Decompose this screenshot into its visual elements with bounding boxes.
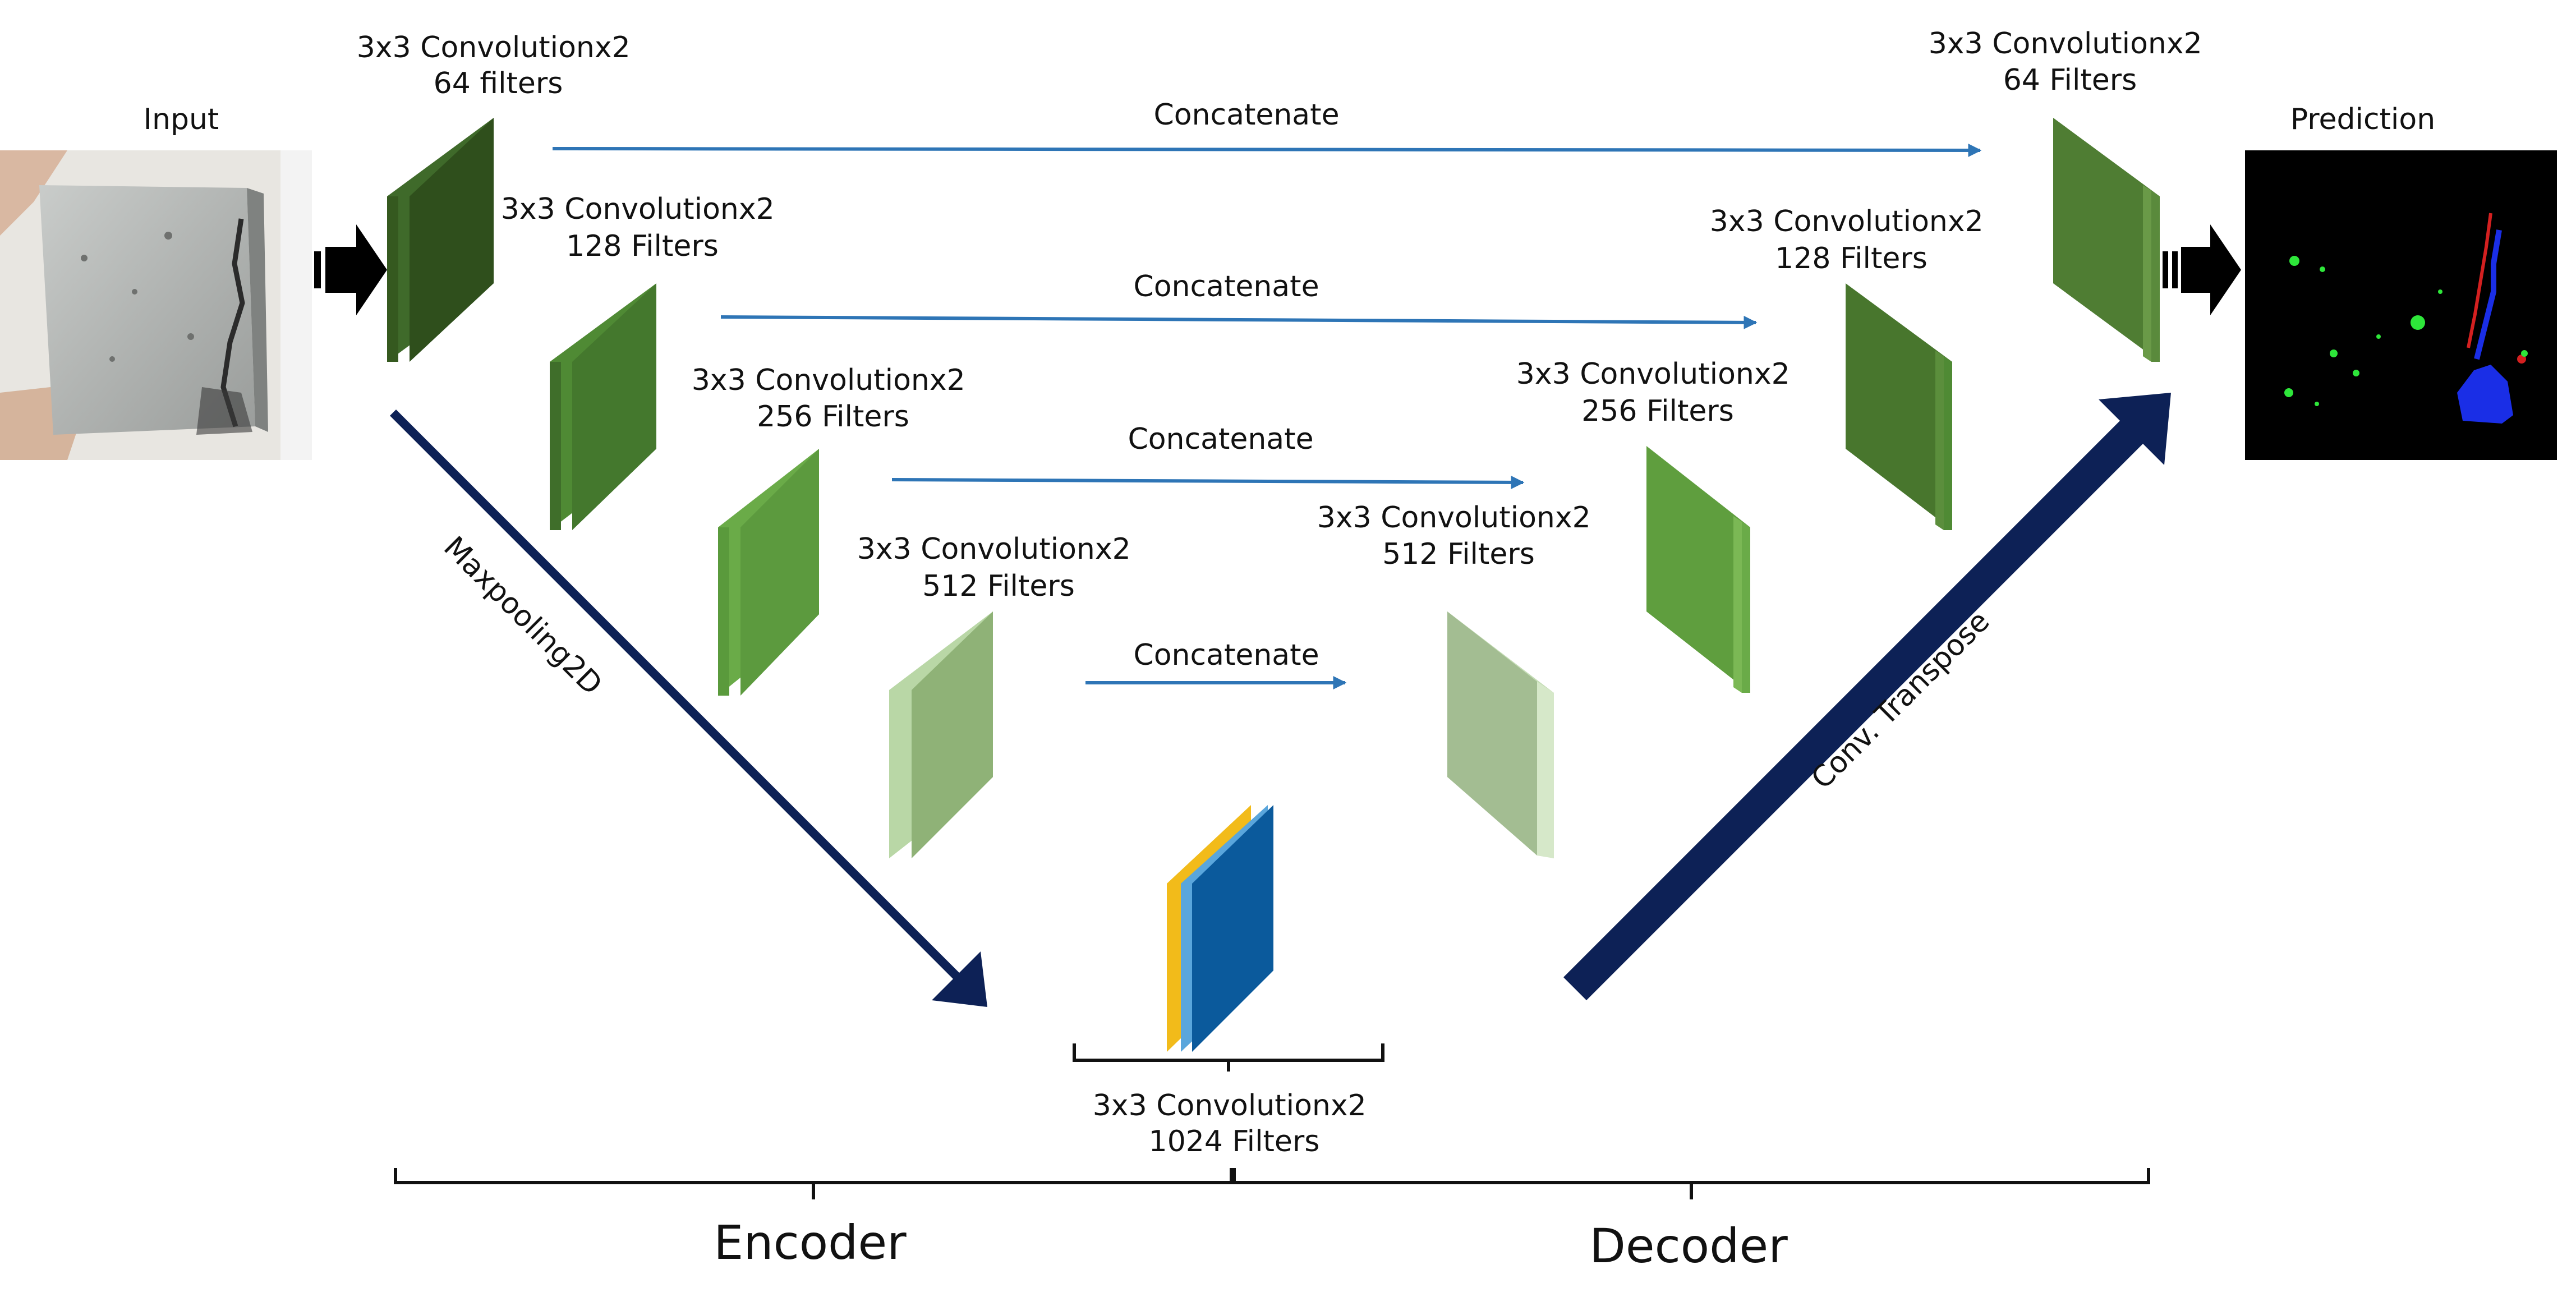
skip-connection-64 [552,143,1982,157]
skip-label-256: Concatenate [1128,422,1313,456]
skip-label-64: Concatenate [1153,98,1339,132]
decoder-block-256 [1646,446,1750,693]
encoder-block-256-label: 3x3 Convolutionx2 256 Filters [692,364,975,434]
prediction-label: Prediction [2290,103,2435,136]
bottleneck-bracket [1073,1043,1384,1072]
decoder-label: Decoder [1589,1218,1788,1273]
bottleneck-label: 3x3 Convolutionx2 1024 Filters [1093,1089,1376,1158]
skip-connection-128 [720,315,1758,329]
maxpooling-label: Maxpooling2D [437,530,609,702]
bottleneck-block-1024 [1167,805,1273,1052]
encoder-block-128-label: 3x3 Convolutionx2 128 Filters [501,192,784,263]
decoder-bracket [1232,1168,2150,1199]
encoder-block-256 [718,449,819,696]
encoder-block-512 [889,611,993,858]
prediction-image [2245,150,2557,460]
skip-label-128: Concatenate [1133,270,1319,303]
conv-transpose-arrow [1563,393,2171,1000]
decoder-block-512 [1447,611,1554,858]
conv-transpose-label: Conv. Transpose [1805,604,1996,795]
skip-connection-256 [891,475,1525,489]
encoder-block-64 [387,118,494,362]
input-image [0,150,312,460]
decoder-block-512-label: 3x3 Convolutionx2 512 Filters [1317,501,1600,571]
encoder-block-64-label: 3x3 Convolutionx2 64 filters [357,31,640,100]
decoder-block-64 [2053,118,2160,362]
output-arrow [2163,224,2241,315]
input-label: Input [144,103,219,136]
skip-label-512: Concatenate [1133,638,1319,672]
encoder-block-512-label: 3x3 Convolutionx2 512 Filters [857,532,1140,603]
decoder-block-128-label: 3x3 Convolutionx2 128 Filters [1710,205,1993,275]
decoder-block-128 [1846,283,1952,530]
decoder-block-256-label: 3x3 Convolutionx2 256 Filters [1516,357,1800,428]
input-arrow [314,224,387,315]
encoder-block-128 [550,283,656,530]
encoder-label: Encoder [714,1215,907,1270]
maxpooling-arrow [375,410,987,1007]
decoder-block-64-label: 3x3 Convolutionx2 64 Filters [1929,27,2212,97]
encoder-bracket [394,1168,1233,1199]
